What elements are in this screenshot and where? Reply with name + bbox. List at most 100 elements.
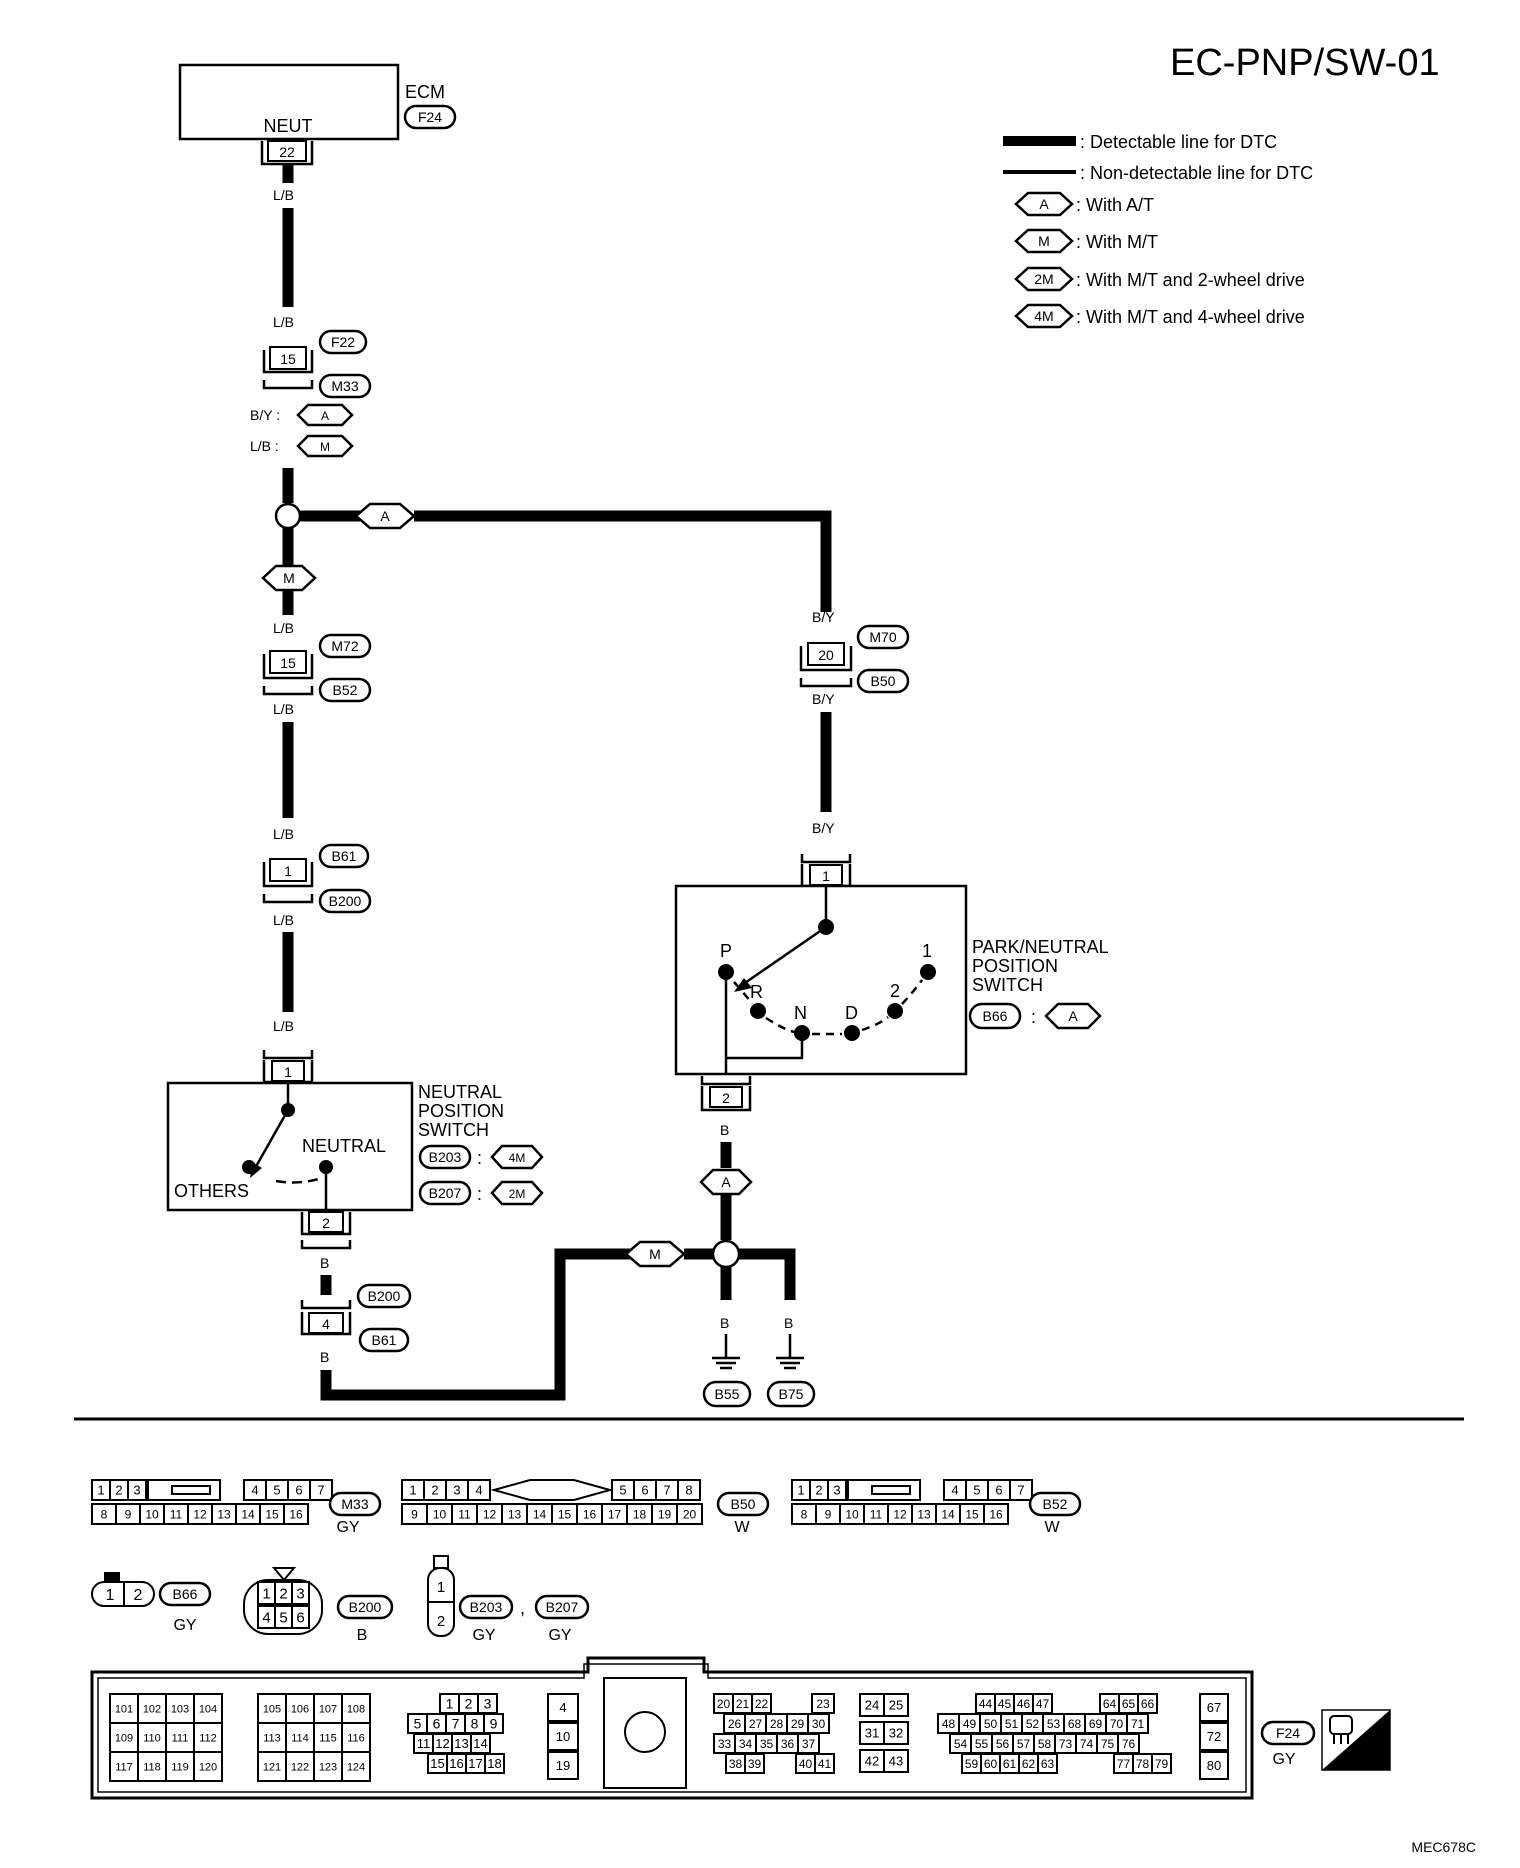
conn-view-name [716,1491,770,1517]
pin-number: 68 [1068,1717,1082,1731]
neutral-switch-title: POSITION [418,1101,504,1121]
pin-cell [193,1751,223,1782]
tag-a [296,403,354,427]
pin-number: 80 [1207,1758,1221,1773]
separator: , [520,1598,525,1618]
pin-number: 9 [825,1507,832,1521]
legend-mt-tag [1014,228,1074,254]
switch-dashed [733,979,924,1036]
pin-cell [127,1479,147,1501]
pin-cell [1009,1479,1033,1501]
pin-cell [109,1693,139,1724]
conn-badge-b61 [318,843,370,869]
conn-pin-box [807,642,845,666]
conn-badge-text: B61 [372,1332,397,1348]
pin-number: 103 [171,1703,189,1715]
tag-2m [490,1180,544,1206]
conn-bracket [799,678,853,688]
pin-number: 49 [963,1717,977,1731]
ecm-box [178,63,400,141]
ground-wire-mt [320,1248,630,1401]
pin-number: 67 [1207,1700,1221,1715]
pin-number: 2 [279,1585,287,1602]
pin-number: 54 [954,1737,968,1751]
ground-icon [776,1356,804,1370]
pin-number: 2 [431,1483,438,1498]
conn-pin: 2 [322,1215,330,1231]
pin-cell [883,1749,909,1773]
legend-mt-tag-text: M [1038,233,1050,249]
pin-number: 15 [558,1507,572,1521]
conn-pin: 2 [722,1090,730,1106]
pin-number: 60 [984,1757,998,1771]
pin-number: 105 [263,1703,281,1715]
pin-number: 114 [291,1732,309,1744]
pin-number: 7 [452,1716,460,1732]
pin-number: 1 [262,1585,270,1602]
pnp-switch-box [674,884,968,1076]
pin-number: 32 [889,1726,903,1741]
pin-number: 45 [998,1697,1012,1711]
wire-label-by: B/Y [812,820,835,836]
pin-number: 57 [1017,1737,1031,1751]
pin-number: 109 [115,1732,133,1744]
pin-cell [1151,1753,1172,1774]
colon: : [477,1148,482,1168]
hs-icon [1322,1710,1390,1770]
pin-number: 6 [296,1609,304,1626]
pin-number: 1 [106,1587,115,1604]
legend-nondetectable-text: : Non-detectable line for DTC [1080,163,1313,183]
ecm-conn-text: F24 [418,109,442,125]
tag-text: M [320,440,330,454]
tag-text: A [1068,1008,1078,1024]
pin-number: 12 [483,1507,497,1521]
pin-number: 4 [262,1609,270,1626]
wire-seg [414,510,832,612]
switch-arm [741,925,827,987]
legend-mt-text: : With M/T [1076,232,1158,252]
pin-number: 13 [508,1507,522,1521]
legend-mt2-tag-text: 2M [1034,271,1053,287]
hs-connector-icon-pins [1333,1734,1349,1744]
conn-bracket [799,646,853,672]
pin-number: 107 [319,1703,337,1715]
pin-number: 118 [143,1761,161,1773]
pin-number: 30 [812,1717,826,1731]
conn-bracket [262,1050,314,1060]
pin-number: 10 [845,1507,859,1521]
ecm-pin: 22 [279,144,295,160]
conn-pin-box [308,1211,344,1233]
legend-mt2-text: : With M/T and 2-wheel drive [1076,270,1305,290]
pin-number: 2 [815,1483,822,1498]
conn-badge-b203 [418,1144,472,1170]
conn-bracket [300,1240,352,1250]
conn-pin: 1 [284,863,292,879]
pin-cell [341,1751,371,1782]
pin-cell [814,1753,835,1774]
wire-label-lb: L/B [273,314,294,330]
pin-number: 4 [559,1700,566,1715]
ecm-terminal-name: NEUT [264,116,313,136]
pin-number: 11 [170,1507,183,1521]
conn-view-name [328,1491,382,1517]
wire-label-lb: L/B [273,826,294,842]
contact-r [750,1003,766,1019]
switch-contact-others [242,1160,256,1174]
neutral-label: NEUTRAL [302,1136,386,1156]
conn-view-name [534,1594,590,1620]
ecm-conn-badge [403,104,457,130]
pnp-switch-title: POSITION [972,956,1058,976]
pin-cell [983,1503,1009,1525]
pin-number: 122 [291,1761,309,1773]
conn-badge-text: B50 [871,673,896,689]
pin-number: 5 [973,1483,980,1498]
badge-text: B50 [731,1496,756,1512]
conn-color: GY [173,1617,196,1634]
pin-number: 124 [347,1761,365,1773]
pnp-switch-title: PARK/NEUTRAL [972,937,1109,957]
conn-badge-b75 [766,1380,816,1408]
pin-cell [313,1751,343,1782]
conn-badge-text: F22 [331,334,355,350]
pin-number: 75 [1101,1737,1115,1751]
pin-number: 78 [1136,1757,1150,1771]
